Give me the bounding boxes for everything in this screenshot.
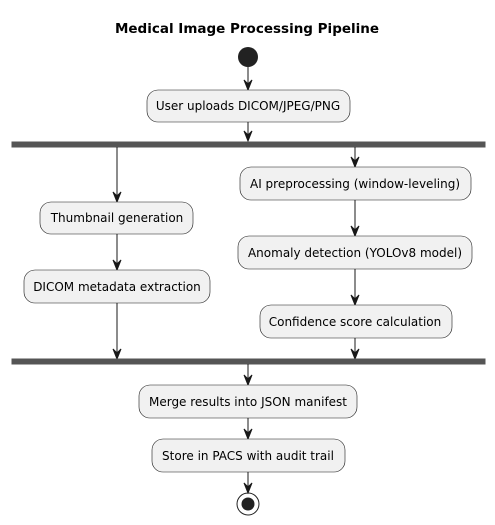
node-confidence-score: Confidence score calculation: [259, 304, 453, 339]
arrowhead: [350, 294, 360, 307]
node-store-pacs-label: Store in PACS with audit trail: [162, 449, 334, 463]
end-node: [236, 492, 260, 516]
node-anomaly-detection-label: Anomaly detection (YOLOv8 model): [248, 246, 462, 260]
arrowhead: [243, 428, 253, 441]
arrowhead: [350, 156, 360, 169]
node-anomaly-detection: Anomaly detection (YOLOv8 model): [237, 235, 473, 270]
node-confidence-score-label: Confidence score calculation: [269, 315, 442, 329]
node-thumbnail-label: Thumbnail generation: [50, 211, 184, 225]
node-store-pacs: Store in PACS with audit trail: [151, 438, 346, 473]
node-merge-results: Merge results into JSON manifest: [138, 384, 358, 419]
arrowhead: [112, 191, 122, 204]
node-thumbnail: Thumbnail generation: [39, 201, 194, 235]
arrowhead: [243, 79, 253, 92]
arrowhead: [243, 374, 253, 387]
node-dicom-metadata-label: DICOM metadata extraction: [33, 280, 201, 294]
node-upload-label: User uploads DICOM/JPEG/PNG: [156, 99, 340, 113]
join-bar: [11, 358, 486, 365]
node-ai-preprocessing-label: AI preprocessing (window-leveling): [250, 177, 460, 191]
arrowhead: [112, 348, 122, 361]
start-node: [238, 47, 258, 67]
node-upload: User uploads DICOM/JPEG/PNG: [146, 89, 351, 123]
arrowhead: [243, 482, 253, 495]
node-ai-preprocessing: AI preprocessing (window-leveling): [239, 166, 472, 201]
diagram-title: Medical Image Processing Pipeline: [115, 21, 379, 37]
node-dicom-metadata: DICOM metadata extraction: [23, 269, 211, 304]
fork-bar: [11, 141, 486, 148]
arrowhead: [350, 348, 360, 361]
arrowhead: [112, 259, 122, 272]
arrowhead: [350, 225, 360, 238]
node-merge-results-label: Merge results into JSON manifest: [149, 395, 347, 409]
arrowhead: [243, 130, 253, 143]
